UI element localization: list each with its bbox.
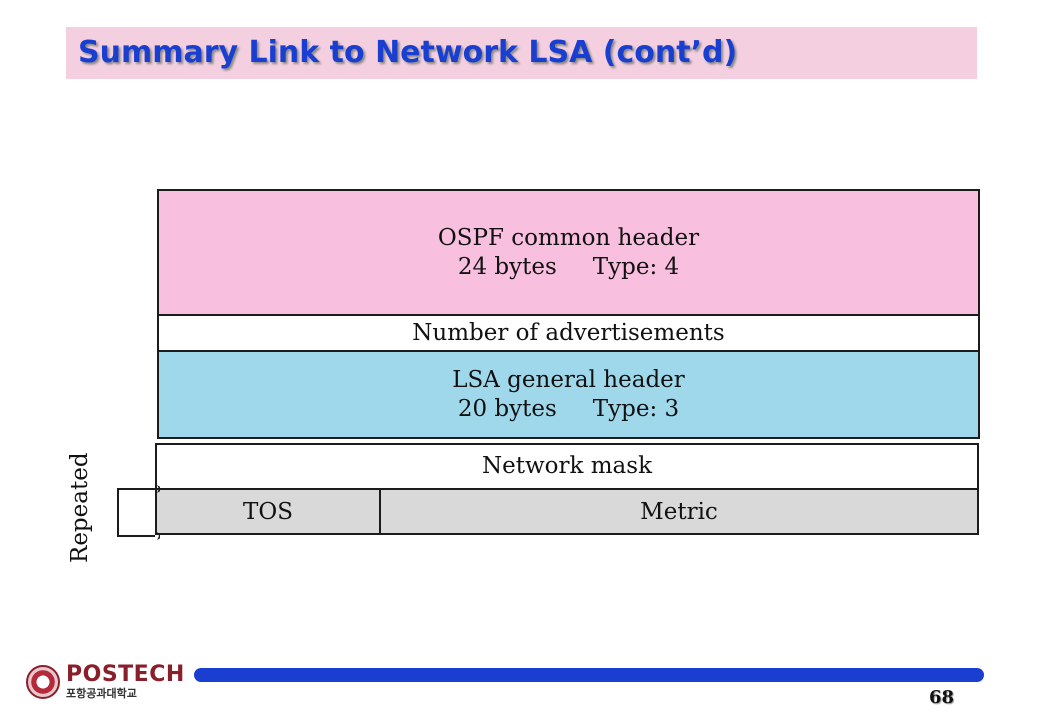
network-mask-label: Network mask — [481, 453, 653, 479]
slide-title: Summary Link to Network LSA (cont’d) — [78, 35, 738, 70]
repeat-arrows-icon — [117, 485, 160, 540]
tos-metric-row: TOS Metric — [155, 488, 979, 535]
common-header-label: OSPF common header — [437, 224, 700, 251]
title-bar: Summary Link to Network LSA (cont’d) — [66, 27, 977, 79]
postech-emblem-icon — [26, 664, 60, 699]
ospf-common-header-field: OSPF common header 24 bytes Type: 4 — [157, 189, 980, 316]
common-header-size: 24 bytes — [457, 253, 557, 280]
repeated-label: Repeated — [67, 452, 93, 563]
logo-subtitle: 포항공과대학교 — [66, 687, 137, 700]
metric-field: Metric — [381, 490, 977, 533]
lsa-header-size: 20 bytes — [457, 395, 557, 422]
network-mask-field: Network mask — [155, 443, 979, 490]
common-header-type: Type: 4 — [592, 253, 680, 280]
footer-divider — [194, 668, 984, 682]
logo-name: POSTECH — [66, 662, 185, 687]
lsa-header-type: Type: 3 — [592, 395, 680, 422]
postech-logo: POSTECH 포항공과대학교 — [26, 664, 185, 699]
number-of-advertisements-field: Number of advertisements — [157, 314, 980, 352]
num-advertisements-label: Number of advertisements — [412, 319, 725, 346]
page-number: 68 — [929, 687, 955, 708]
tos-field: TOS — [157, 490, 381, 533]
metric-label: Metric — [640, 498, 718, 525]
lsa-header-label: LSA general header — [452, 366, 685, 393]
tos-label: TOS — [243, 498, 293, 525]
lsa-general-header-field: LSA general header 20 bytes Type: 3 — [157, 350, 980, 439]
